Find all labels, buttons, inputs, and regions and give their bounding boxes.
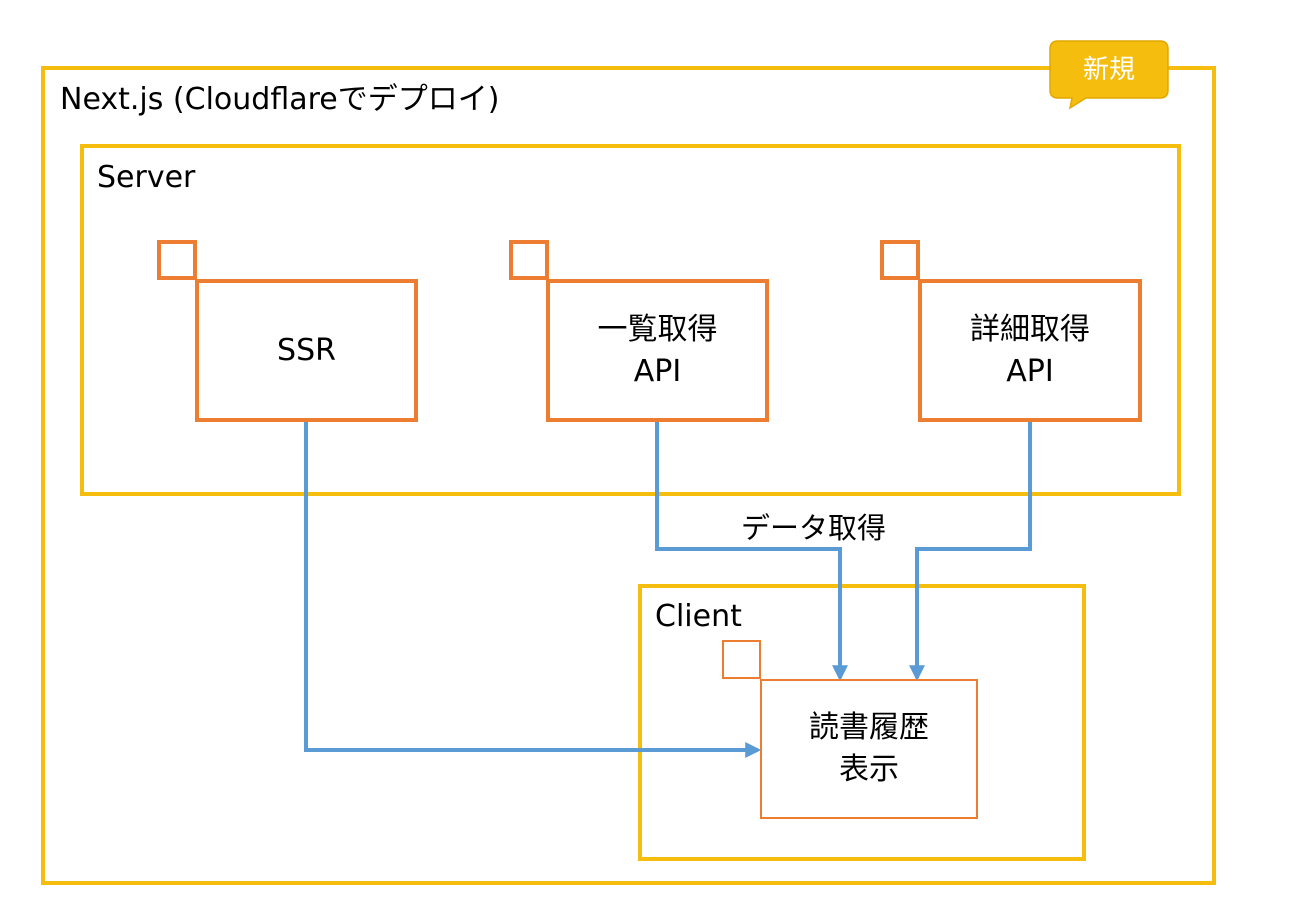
server-frame-label: Server — [97, 160, 196, 195]
server-frame — [80, 144, 1181, 496]
component-tab-icon — [880, 240, 920, 280]
component-tab-icon — [722, 640, 761, 679]
component-tab-icon — [157, 240, 197, 280]
detail-api-to-history-connector — [909, 422, 1032, 682]
nextjs-frame — [41, 66, 1216, 885]
client-frame — [638, 584, 1086, 861]
list-api-component: 一覧取得 API — [546, 279, 769, 422]
reading-history-component: 読書履歴 表示 — [760, 679, 978, 819]
ssr-component: SSR — [195, 279, 418, 422]
component-tab-icon — [509, 240, 549, 280]
detail-api-component: 詳細取得 API — [918, 279, 1142, 422]
ssr-to-history-connector — [304, 422, 762, 758]
nextjs-frame-label: Next.js (Cloudflareでデプロイ) — [60, 82, 500, 117]
new-badge: 新規 — [1082, 55, 1135, 85]
client-frame-label: Client — [655, 599, 742, 634]
new-badge-callout-icon — [1049, 40, 1169, 110]
list-api-to-history-connector — [655, 422, 848, 682]
data-fetch-label: データ取得 — [741, 511, 887, 545]
